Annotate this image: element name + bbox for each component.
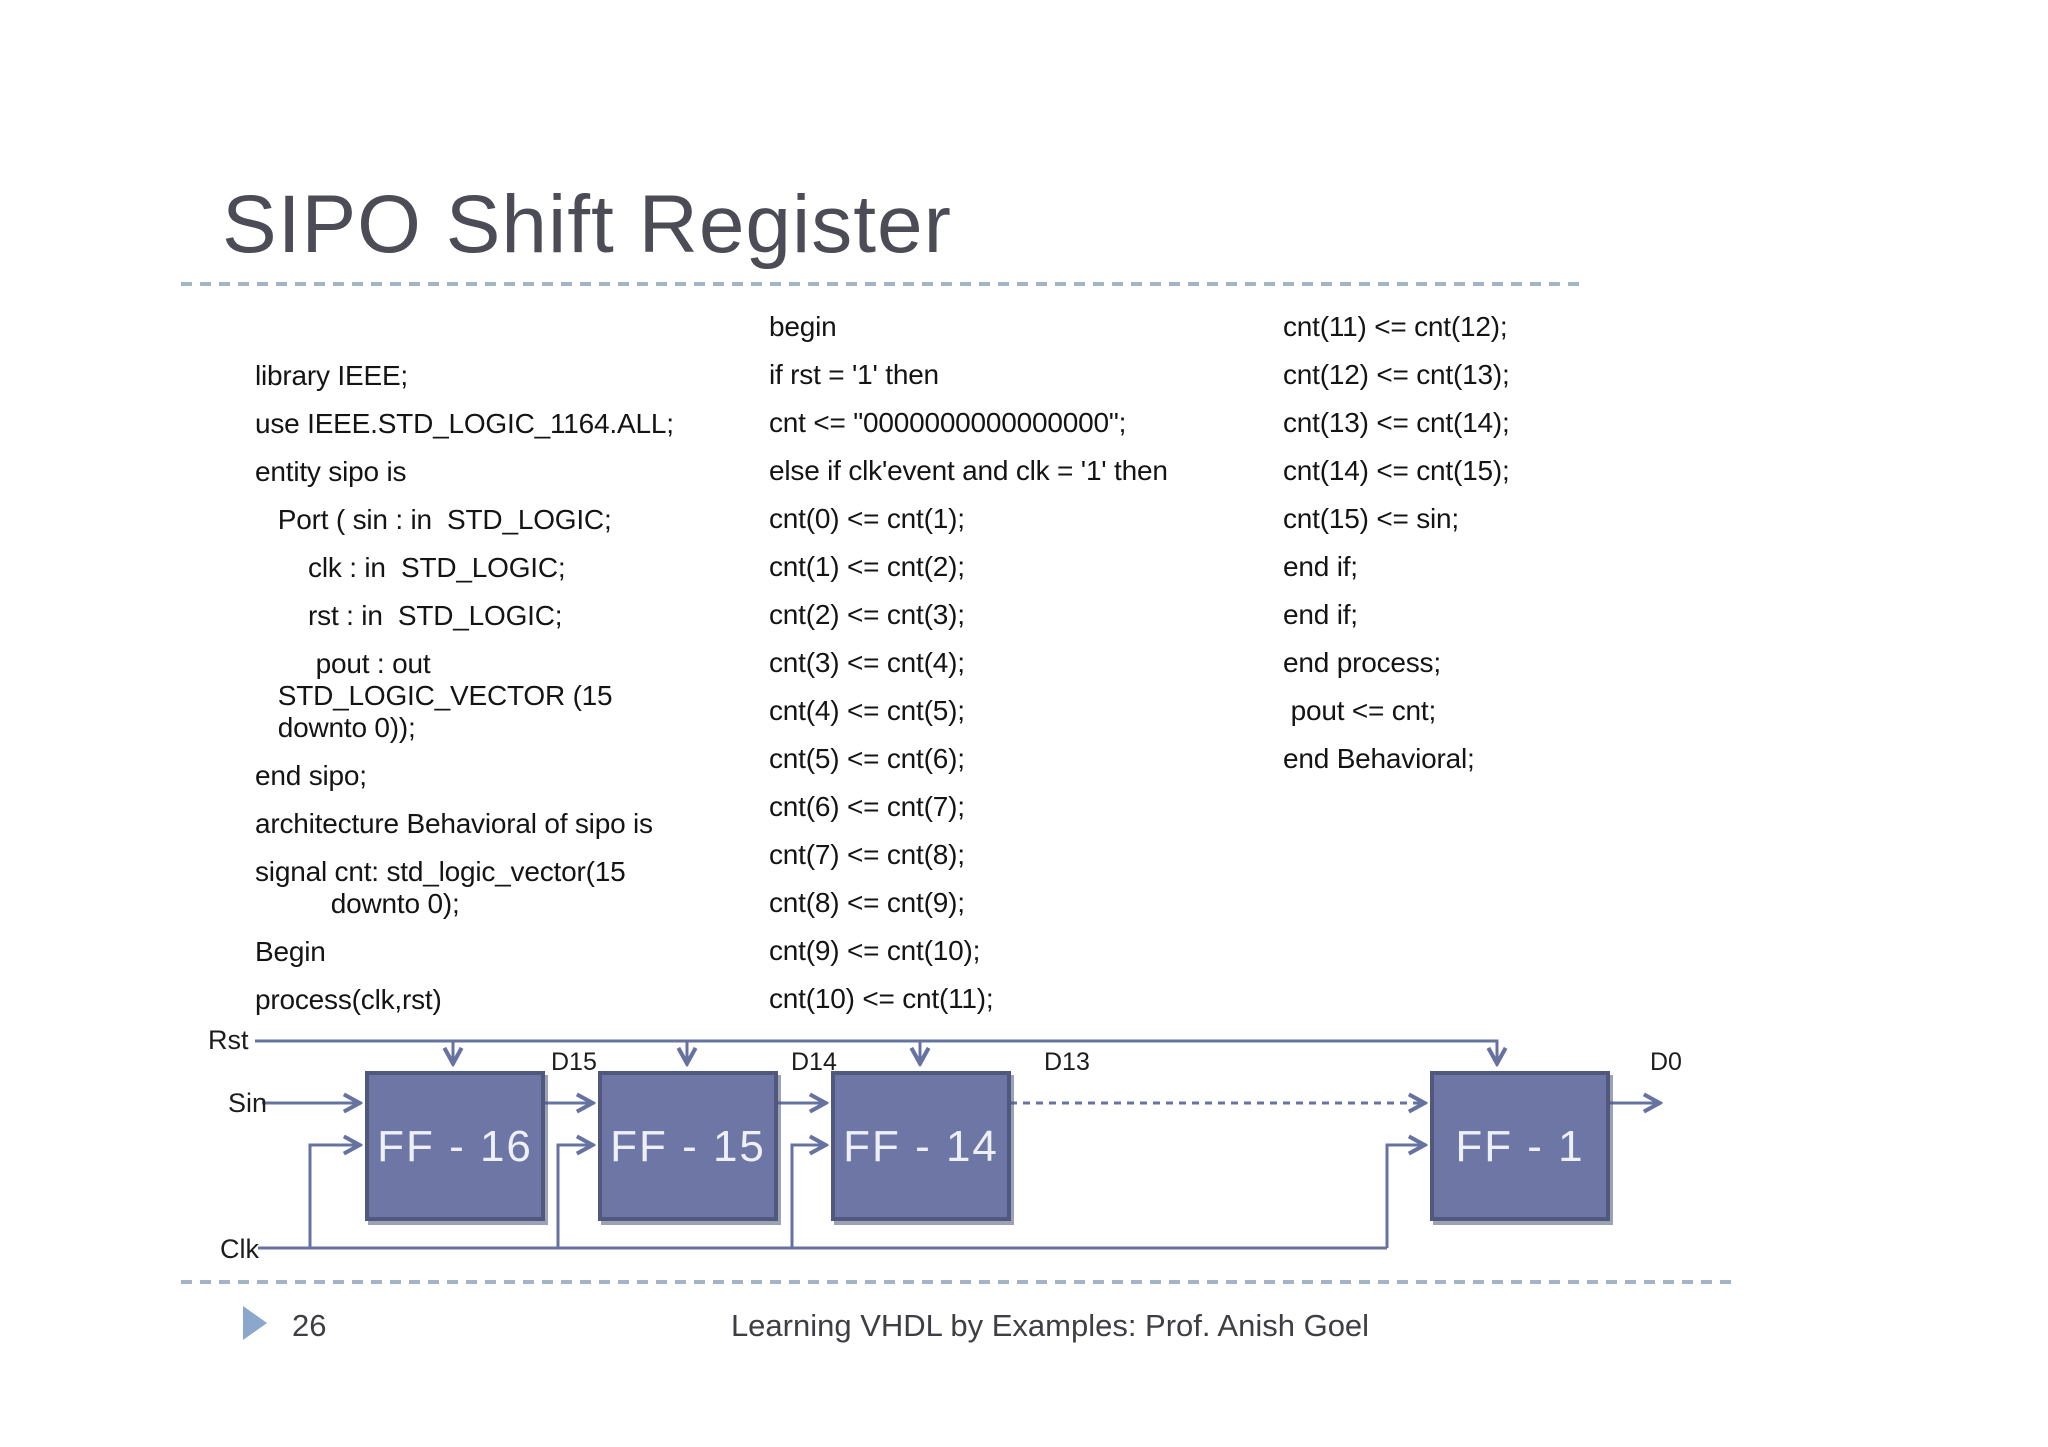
code-line: end process; <box>1283 647 1441 678</box>
code-line: begin <box>769 311 837 342</box>
code-line: Port ( sin : in STD_LOGIC; <box>255 504 612 535</box>
code-line: cnt(6) <= cnt(7); <box>769 791 965 822</box>
ff15-box <box>598 1071 778 1221</box>
code-line: end if; <box>1283 551 1358 582</box>
tap-label-d15: D15 <box>551 1048 597 1076</box>
code-line: cnt <= "0000000000000000"; <box>769 407 1127 438</box>
footer-text: Learning VHDL by Examples: Prof. Anish G… <box>730 1308 1370 1343</box>
rst-label: Rst <box>208 1025 249 1055</box>
ff1-box <box>1430 1071 1610 1221</box>
code-line: cnt(0) <= cnt(1); <box>769 503 965 534</box>
code-line: use IEEE.STD_LOGIC_1164.ALL; <box>255 408 674 439</box>
page-number: 26 <box>292 1308 327 1343</box>
clk-riser-ff15 <box>556 1145 591 1248</box>
code-line: cnt(10) <= cnt(11); <box>769 983 994 1014</box>
code-line: end Behavioral; <box>1283 743 1475 774</box>
code-line: cnt(13) <= cnt(14); <box>1283 407 1510 438</box>
code-line: signal cnt: std_logic_vector(15 downto 0… <box>255 856 626 919</box>
code-line: cnt(12) <= cnt(13); <box>1283 359 1510 390</box>
ff16-label: FF - 16 <box>377 1122 533 1171</box>
ff16-box <box>365 1071 545 1221</box>
code-line: rst : in STD_LOGIC; <box>255 600 563 631</box>
clk-riser-ff1 <box>1385 1145 1423 1248</box>
code-line: Begin <box>255 936 326 967</box>
code-line: cnt(4) <= cnt(5); <box>769 695 965 726</box>
code-line: cnt(15) <= sin; <box>1283 503 1459 534</box>
code-line: cnt(8) <= cnt(9); <box>769 887 965 918</box>
code-line: pout <= cnt; <box>1283 695 1437 726</box>
code-column-middle: begin if rst = '1' then cnt <= "0000000000… <box>769 311 1168 1031</box>
ff14-label: FF - 14 <box>843 1122 999 1171</box>
tap-label-d13: D13 <box>1044 1048 1090 1076</box>
tap-label-d14: D14 <box>791 1048 837 1076</box>
code-line: cnt(11) <= cnt(12); <box>1283 311 1508 342</box>
code-line: clk : in STD_LOGIC; <box>255 552 566 583</box>
code-line: else if clk'event and clk = '1' then <box>769 455 1168 486</box>
code-line: entity sipo is <box>255 456 407 487</box>
code-line: cnt(9) <= cnt(10); <box>769 935 981 966</box>
footer-bullet-icon <box>243 1306 267 1340</box>
code-line: if rst = '1' then <box>769 359 939 390</box>
rst-line <box>255 1039 1497 1062</box>
clk-riser-ff14 <box>790 1145 824 1248</box>
code-line: library IEEE; <box>255 360 408 391</box>
code-column-right: cnt(11) <= cnt(12); cnt(12) <= cnt(13); cn… <box>1283 311 1510 791</box>
ff15-label: FF - 15 <box>610 1122 766 1171</box>
code-line: cnt(2) <= cnt(3); <box>769 599 965 630</box>
ff1-label: FF - 1 <box>1455 1122 1584 1171</box>
code-column-left: library IEEE; use IEEE.STD_LOGIC_1164.ALL… <box>255 360 674 1032</box>
footer-divider <box>181 1280 1731 1284</box>
ff14-box <box>831 1071 1011 1221</box>
code-line: cnt(5) <= cnt(6); <box>769 743 965 774</box>
code-line: architecture Behavioral of sipo is <box>255 808 653 839</box>
clk-label: Clk <box>220 1234 259 1264</box>
code-line: end if; <box>1283 599 1358 630</box>
code-line: cnt(7) <= cnt(8); <box>769 839 965 870</box>
code-line: end sipo; <box>255 760 367 791</box>
code-line: cnt(14) <= cnt(15); <box>1283 455 1510 486</box>
code-line: pout : out STD_LOGIC_VECTOR (15 downto 0… <box>277 648 613 743</box>
title-divider <box>181 282 1579 286</box>
clk-riser-ff16 <box>308 1145 358 1248</box>
code-line: process(clk,rst) <box>255 984 442 1015</box>
sin-label: Sin <box>228 1088 267 1118</box>
tap-label-d0: D0 <box>1650 1048 1682 1076</box>
page-title: SIPO Shift Register <box>222 179 952 270</box>
code-line: cnt(1) <= cnt(2); <box>769 551 965 582</box>
code-line: cnt(3) <= cnt(4); <box>769 647 965 678</box>
